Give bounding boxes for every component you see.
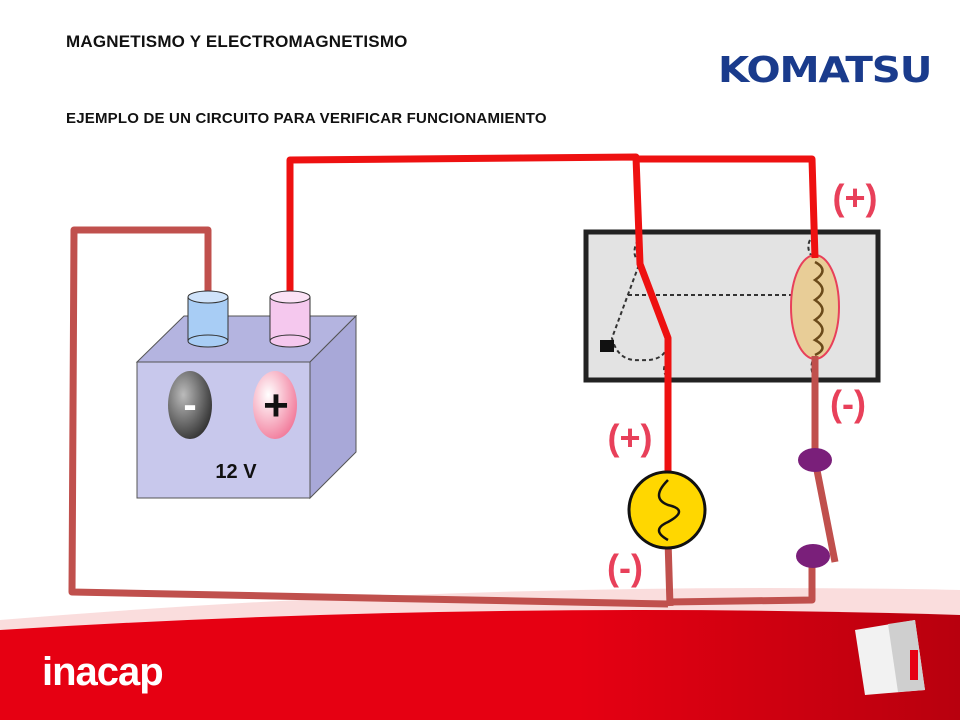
relay-coil-winding: [812, 260, 824, 357]
battery-plus-symbol: +: [263, 381, 289, 430]
terminal-positive: [269, 290, 311, 348]
negative-wire: [68, 226, 669, 608]
positive-wire-coil: [636, 155, 819, 259]
lamp-negative-label: (-): [607, 547, 643, 588]
relay-coil-negative-label: (-): [830, 383, 866, 424]
lamp: [627, 470, 707, 550]
lamp-positive-label: (+): [608, 417, 653, 458]
negative-wire-lamp: [664, 539, 674, 607]
battery: - + 12 V: [135, 290, 358, 500]
relay-coil: [790, 254, 840, 360]
relay-contact-pivot: [600, 340, 614, 352]
relay-coil-positive-label: (+): [833, 177, 878, 218]
slide-title: MAGNETISMO Y ELECTROMAGNETISMO: [66, 32, 408, 51]
lamp-filament: [657, 479, 681, 542]
battery-voltage: 12 V: [215, 461, 257, 483]
switch-contact-top: [798, 448, 832, 472]
terminal-negative: [187, 290, 229, 348]
negative-wire-switch: [667, 558, 816, 606]
battery-positive-badge: [253, 371, 297, 439]
komatsu-logo: KOMATSU: [718, 50, 932, 91]
positive-wire: [286, 153, 672, 480]
footer-band: [0, 588, 960, 720]
switch-contact-bottom: [796, 544, 830, 568]
battery-minus-symbol: -: [183, 383, 196, 427]
building-icon: [855, 620, 925, 695]
battery-negative-badge: [168, 371, 212, 439]
inacap-logo: inacap: [42, 650, 164, 694]
slide-subtitle: EJEMPLO DE UN CIRCUITO PARA VERIFICAR FU…: [66, 110, 547, 127]
